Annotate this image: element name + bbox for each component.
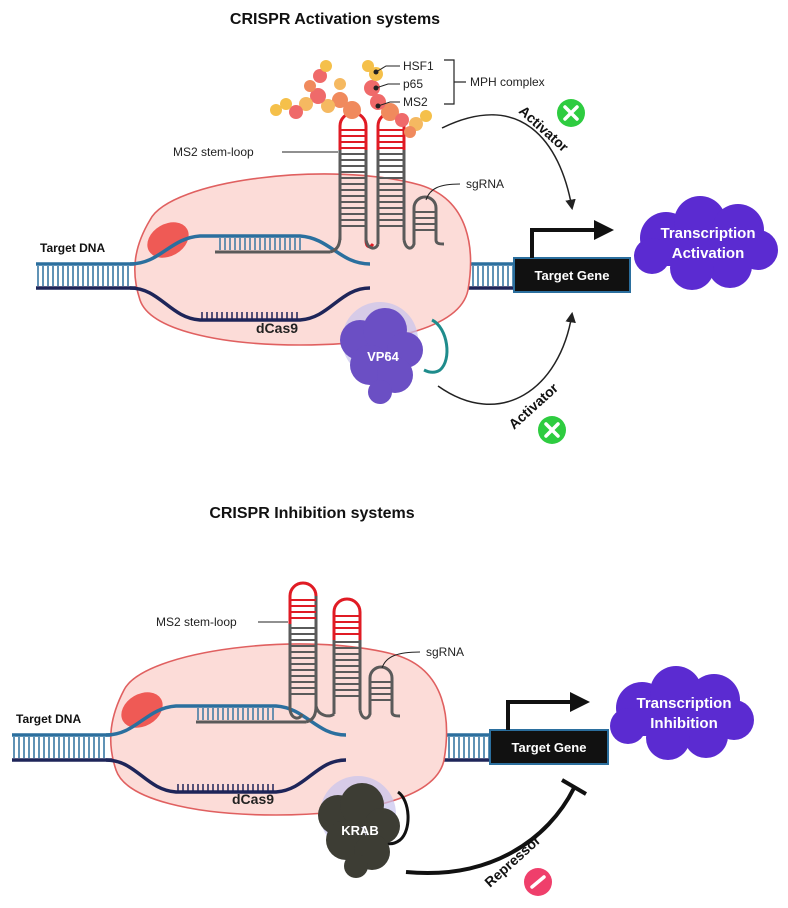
target-gene-box bbox=[489, 729, 609, 765]
vp64-label: VP64 bbox=[367, 349, 400, 364]
vp64-protein bbox=[340, 302, 423, 404]
x-circle-icon bbox=[538, 416, 566, 444]
outcome-line1: Transcription bbox=[636, 695, 731, 712]
target-gene-label: Target Gene bbox=[535, 268, 610, 283]
hsf1-label: HSF1 bbox=[403, 59, 434, 73]
activator-arrow-top bbox=[441, 114, 576, 211]
transcription-activation-cloud bbox=[634, 196, 778, 290]
dcas9-label: dCas9 bbox=[232, 791, 274, 807]
dna-bubble bbox=[129, 234, 371, 322]
activator-arrow-bottom bbox=[437, 311, 576, 405]
mph-complex-proteins bbox=[270, 60, 432, 138]
repressor-arrow bbox=[405, 787, 576, 875]
inhibition-title: CRISPR Inhibition systems bbox=[209, 505, 414, 522]
minus-circle-icon bbox=[524, 868, 552, 896]
inhibition-panel: CRISPR Inhibition systems Target DNA bbox=[12, 505, 754, 896]
transcription-inhibition-cloud bbox=[610, 666, 754, 760]
sgrna-stem-loops bbox=[288, 581, 401, 724]
promoter-arrow bbox=[530, 220, 614, 258]
sgrna-label: sgRNA bbox=[426, 645, 464, 659]
p65-label: p65 bbox=[403, 77, 423, 91]
dcas9-domain-patch bbox=[121, 692, 163, 728]
mph-callouts bbox=[373, 59, 466, 109]
sgrna-label: sgRNA bbox=[466, 177, 504, 191]
ms2-label: MS2 bbox=[403, 95, 428, 109]
ms2-stem-loop-label: MS2 stem-loop bbox=[173, 145, 254, 159]
dcas9-protein bbox=[134, 173, 472, 346]
outcome-line2: Activation bbox=[672, 245, 745, 262]
activation-panel: CRISPR Activation systems Target DNA bbox=[36, 11, 778, 444]
repressor-tbar bbox=[560, 778, 588, 796]
activation-title: CRISPR Activation systems bbox=[230, 11, 440, 28]
vp64-linker bbox=[423, 318, 449, 374]
target-gene-box bbox=[513, 257, 631, 293]
promoter-arrow bbox=[506, 692, 590, 730]
mph-complex-label: MPH complex bbox=[470, 75, 545, 89]
target-gene-label: Target Gene bbox=[512, 740, 587, 755]
dcas9-protein bbox=[109, 643, 448, 816]
ms2-stem-loop-label: MS2 stem-loop bbox=[156, 615, 237, 629]
sgrna-pointer bbox=[381, 651, 421, 669]
krab-label: KRAB bbox=[341, 823, 379, 838]
dcas9-domain-patch bbox=[147, 222, 189, 258]
outcome-line2: Inhibition bbox=[650, 715, 717, 732]
dna-bubble bbox=[105, 704, 347, 794]
dcas9-label: dCas9 bbox=[256, 320, 298, 336]
krab-protein bbox=[318, 776, 400, 878]
outcome-line1: Transcription bbox=[660, 225, 755, 242]
target-dna-label: Target DNA bbox=[40, 241, 105, 255]
x-circle-icon bbox=[557, 99, 585, 127]
target-dna-label: Target DNA bbox=[16, 712, 81, 726]
sgrna-pointer bbox=[425, 183, 461, 201]
sgrna-stem-loops bbox=[329, 111, 445, 254]
